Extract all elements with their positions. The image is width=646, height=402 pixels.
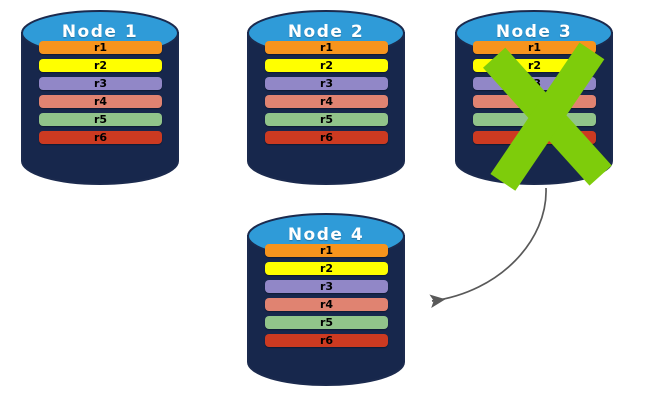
- row-r5[interactable]: r5: [473, 113, 596, 126]
- row-r4[interactable]: r4: [265, 95, 388, 108]
- row-r1[interactable]: r1: [265, 244, 388, 257]
- row-r4[interactable]: r4: [473, 95, 596, 108]
- row-r6[interactable]: r6: [265, 131, 388, 144]
- row-r2[interactable]: r2: [265, 59, 388, 72]
- row-r3[interactable]: r3: [265, 77, 388, 90]
- row-r3[interactable]: r3: [39, 77, 162, 90]
- row-r6[interactable]: r6: [265, 334, 388, 347]
- row-r2[interactable]: r2: [473, 59, 596, 72]
- arrow-curve: [429, 187, 547, 308]
- row-r3[interactable]: r3: [473, 77, 596, 90]
- row-r5[interactable]: r5: [39, 113, 162, 126]
- row-r4[interactable]: r4: [39, 95, 162, 108]
- row-r6[interactable]: r6: [39, 131, 162, 144]
- row-r5[interactable]: r5: [265, 316, 388, 329]
- row-r3[interactable]: r3: [265, 280, 388, 293]
- row-r1[interactable]: r1: [265, 41, 388, 54]
- row-r4[interactable]: r4: [265, 298, 388, 311]
- row-r1[interactable]: r1: [39, 41, 162, 54]
- row-r2[interactable]: r2: [265, 262, 388, 275]
- row-r5[interactable]: r5: [265, 113, 388, 126]
- row-r1[interactable]: r1: [473, 41, 596, 54]
- row-r2[interactable]: r2: [39, 59, 162, 72]
- row-r6[interactable]: r6: [473, 131, 596, 144]
